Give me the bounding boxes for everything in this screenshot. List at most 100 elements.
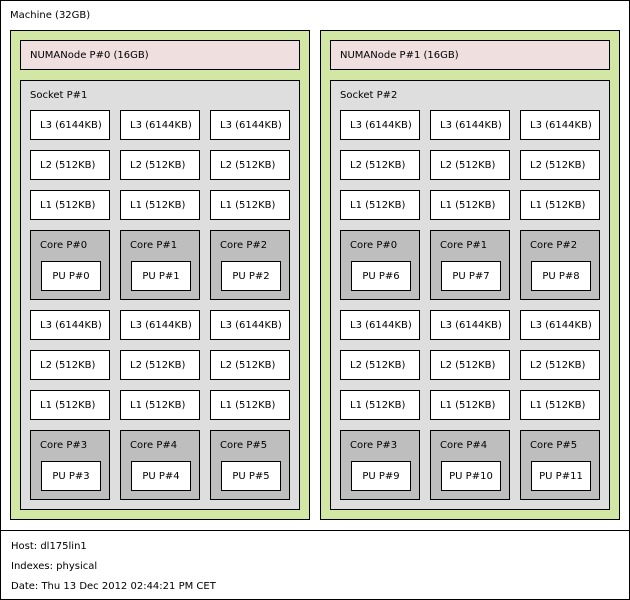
core-label: Core P#1 (440, 240, 488, 251)
l2-cache-label: L2 (512KB) (220, 160, 276, 171)
pu-label: PU P#3 (52, 471, 90, 482)
l3-cache: L3 (6144KB) (210, 110, 290, 140)
l2-cache: L2 (512KB) (430, 350, 510, 380)
l1-cache: L1 (512KB) (210, 190, 290, 220)
pu: PU P#5 (221, 461, 281, 491)
l2-cache: L2 (512KB) (340, 350, 420, 380)
l3-cache-label: L3 (6144KB) (40, 320, 102, 331)
l1-cache-label: L1 (512KB) (530, 200, 586, 211)
l1-cache: L1 (512KB) (340, 190, 420, 220)
l3-cache: L3 (6144KB) (430, 110, 510, 140)
core: Core P#5 PU P#11 (520, 430, 600, 500)
l3-cache-label: L3 (6144KB) (350, 120, 412, 131)
l3-cache: L3 (6144KB) (30, 110, 110, 140)
l2-cache-label: L2 (512KB) (40, 360, 96, 371)
numa-node-label: NUMANode P#1 (16GB) (340, 50, 459, 61)
l2-cache: L2 (512KB) (340, 150, 420, 180)
pu-label: PU P#1 (142, 271, 180, 282)
pu-label: PU P#0 (52, 271, 90, 282)
core: Core P#3 PU P#9 (340, 430, 420, 500)
pu: PU P#4 (131, 461, 191, 491)
machine-label: Machine (32GB) (10, 10, 91, 21)
core: Core P#5 PU P#5 (210, 430, 290, 500)
numa-memory: NUMANode P#1 (16GB) (330, 40, 610, 70)
l1-cache-label: L1 (512KB) (440, 200, 496, 211)
l3-cache: L3 (6144KB) (340, 310, 420, 340)
l3-cache: L3 (6144KB) (120, 310, 200, 340)
l3-cache-label: L3 (6144KB) (440, 120, 502, 131)
l1-cache-label: L1 (512KB) (220, 200, 276, 211)
pu-label: PU P#9 (362, 471, 400, 482)
l3-cache: L3 (6144KB) (430, 310, 510, 340)
l2-cache-label: L2 (512KB) (350, 360, 406, 371)
socket-label: Socket P#1 (30, 90, 88, 101)
core: Core P#4 PU P#10 (430, 430, 510, 500)
l1-cache-label: L1 (512KB) (440, 400, 496, 411)
legend-indexes: Indexes: physical (11, 561, 98, 572)
l1-cache: L1 (512KB) (340, 390, 420, 420)
l2-cache-label: L2 (512KB) (40, 160, 96, 171)
l3-cache-label: L3 (6144KB) (130, 320, 192, 331)
l2-cache-label: L2 (512KB) (220, 360, 276, 371)
l2-cache: L2 (512KB) (520, 150, 600, 180)
l3-cache: L3 (6144KB) (120, 110, 200, 140)
pu-label: PU P#4 (142, 471, 180, 482)
pu: PU P#6 (351, 261, 411, 291)
l1-cache-label: L1 (512KB) (130, 200, 186, 211)
l2-cache: L2 (512KB) (120, 350, 200, 380)
l1-cache: L1 (512KB) (520, 390, 600, 420)
l3-cache: L3 (6144KB) (210, 310, 290, 340)
core: Core P#0 PU P#0 (30, 230, 110, 300)
pu: PU P#8 (531, 261, 591, 291)
pu-label: PU P#6 (362, 271, 400, 282)
legend-host: Host: dl175lin1 (11, 541, 87, 552)
pu-label: PU P#2 (232, 271, 270, 282)
l3-cache-label: L3 (6144KB) (440, 320, 502, 331)
core-label: Core P#4 (130, 440, 178, 451)
core-label: Core P#0 (40, 240, 88, 251)
pu-label: PU P#11 (539, 471, 583, 482)
l1-cache-label: L1 (512KB) (350, 400, 406, 411)
l2-cache-label: L2 (512KB) (440, 360, 496, 371)
l3-cache: L3 (6144KB) (520, 310, 600, 340)
l2-cache: L2 (512KB) (120, 150, 200, 180)
l3-cache-label: L3 (6144KB) (40, 120, 102, 131)
core-label: Core P#5 (220, 440, 268, 451)
core-label: Core P#5 (530, 440, 578, 451)
pu: PU P#9 (351, 461, 411, 491)
l2-cache-label: L2 (512KB) (440, 160, 496, 171)
pu-label: PU P#8 (542, 271, 580, 282)
core-label: Core P#4 (440, 440, 488, 451)
legend: Host: dl175lin1 Indexes: physical Date: … (0, 530, 630, 600)
l2-cache-label: L2 (512KB) (350, 160, 406, 171)
pu-label: PU P#10 (449, 471, 493, 482)
l1-cache: L1 (512KB) (30, 190, 110, 220)
l1-cache-label: L1 (512KB) (530, 400, 586, 411)
pu: PU P#3 (41, 461, 101, 491)
pu: PU P#0 (41, 261, 101, 291)
pu: PU P#7 (441, 261, 501, 291)
l2-cache: L2 (512KB) (30, 350, 110, 380)
pu-label: PU P#5 (232, 471, 270, 482)
l2-cache: L2 (512KB) (520, 350, 600, 380)
l3-cache: L3 (6144KB) (520, 110, 600, 140)
l1-cache: L1 (512KB) (430, 190, 510, 220)
numa-memory: NUMANode P#0 (16GB) (20, 40, 300, 70)
l1-cache: L1 (512KB) (430, 390, 510, 420)
l1-cache: L1 (512KB) (520, 190, 600, 220)
pu-label: PU P#7 (452, 271, 490, 282)
core-label: Core P#3 (350, 440, 398, 451)
l1-cache: L1 (512KB) (30, 390, 110, 420)
l3-cache-label: L3 (6144KB) (350, 320, 412, 331)
l1-cache: L1 (512KB) (120, 390, 200, 420)
l2-cache-label: L2 (512KB) (130, 160, 186, 171)
l1-cache: L1 (512KB) (120, 190, 200, 220)
pu: PU P#1 (131, 261, 191, 291)
l1-cache: L1 (512KB) (210, 390, 290, 420)
l2-cache-label: L2 (512KB) (530, 360, 586, 371)
core-label: Core P#1 (130, 240, 178, 251)
l2-cache: L2 (512KB) (30, 150, 110, 180)
